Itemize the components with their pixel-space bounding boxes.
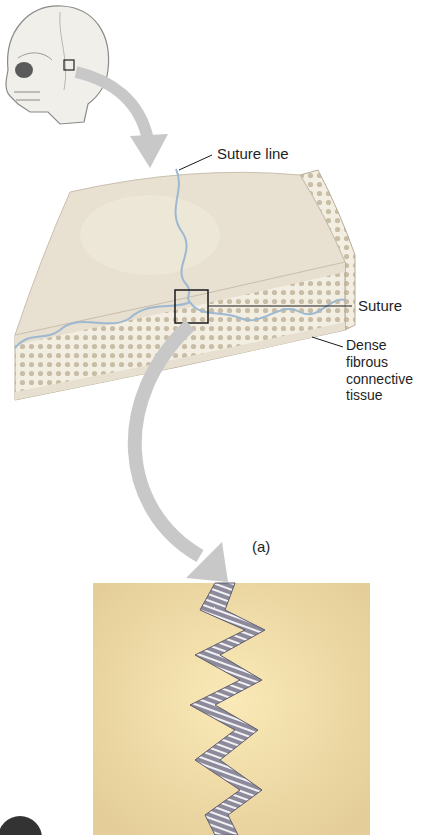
- bone-slab: [15, 169, 355, 400]
- suture-line-label: Suture line: [217, 145, 289, 163]
- tissue-label: Dense fibrous connective tissue: [346, 337, 418, 404]
- panel-letter: (a): [252, 538, 270, 556]
- zoom-arrow-large: [135, 325, 228, 582]
- zoom-arrow: [76, 72, 168, 168]
- skull-icon: [6, 6, 109, 124]
- leader-lines: [179, 155, 352, 347]
- suture-inset: [93, 583, 370, 835]
- suture-label: Suture: [358, 297, 402, 315]
- corner-icon: [0, 816, 42, 835]
